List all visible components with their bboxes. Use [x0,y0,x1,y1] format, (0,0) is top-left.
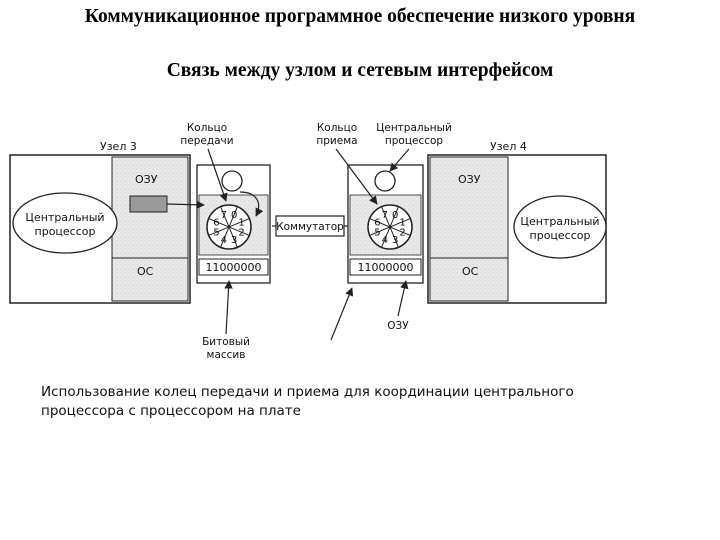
receive-ring-spoke [369,218,411,236]
receive-ring-digit: 2 [399,228,405,239]
ram-bottom-label: ОЗУ [387,320,409,332]
tx-ring-label-line2: передачи [180,135,233,147]
transmit-ring-digit: 7 [221,210,227,221]
board-cpu-right [374,170,396,192]
transmit-ring-digit: 4 [221,235,227,246]
board-cpu-label-line2: процессор [385,135,444,147]
switch-label: Коммутатор [276,221,344,233]
transmit-ring-digit: 6 [213,217,219,228]
receive-ring-digit: 3 [392,235,398,246]
page-title: Коммуникационное программное обеспечение… [84,6,636,27]
receive-ring-digit: 6 [374,217,380,228]
receive-ring-digit: 4 [382,235,388,246]
transmit-ring-digit: 0 [231,210,237,221]
rx-ring-label-line1: Кольцо [317,122,357,134]
page-subtitle: Связь между узлом и сетевым интерфейсом [166,60,554,81]
transmit-ring-spoke [208,218,250,236]
tx-ring-label-line1: Кольцо [187,122,227,134]
bit-array-left [198,258,269,276]
transmit-ring-digit: 5 [213,228,219,239]
node-3-label: Узел 3 [100,140,137,153]
connectors [166,148,410,341]
cpu-right-line2: процессор [530,229,591,242]
node-4: Узел 4 ОЗУ ОС Центральный процессор [427,140,607,304]
ram-left-buffer [129,195,168,213]
receive-ring-digit: 0 [392,210,398,221]
bit-array-left-value: 11000000 [206,261,262,274]
bit-array-right-value: 11000000 [358,261,414,274]
transmit-ring-digit: 3 [231,235,237,246]
os-right-label: ОС [462,265,479,278]
receive-ring-digit: 1 [399,217,405,228]
bit-array-label-line1: Битовый [202,336,250,348]
board-cpu-left [221,170,243,192]
caption-line-2: процессора с процессором на плате [41,403,301,419]
cpu-left [12,192,118,254]
cpu-left-line1: Центральный [25,211,104,224]
cpu-left-line2: процессор [35,225,96,238]
ram-left-label: ОЗУ [135,173,158,186]
node-3: Узел 3 ОЗУ ОС Центральный процессор [9,140,191,304]
figure-caption: Использование колец передачи и приема дл… [41,383,641,421]
os-left-label: ОС [137,265,154,278]
transmit-ring-digit: 2 [238,228,244,239]
ram-right-label: ОЗУ [458,173,481,186]
transmit-ring-digit: 1 [238,217,244,228]
rx-ring-label-line2: приема [316,135,357,147]
caption-line-1: Использование колец передачи и приема дл… [41,384,574,400]
cpu-right-line1: Центральный [520,215,599,228]
receive-ring-digit: 7 [382,210,388,221]
cpu-right [513,195,607,259]
board-cpu-label-line1: Центральный [376,122,452,134]
bit-array-right [349,258,422,276]
node-4-label: Узел 4 [490,140,527,153]
receive-ring-digit: 5 [374,228,380,239]
bit-array-label-line2: массив [207,349,246,361]
